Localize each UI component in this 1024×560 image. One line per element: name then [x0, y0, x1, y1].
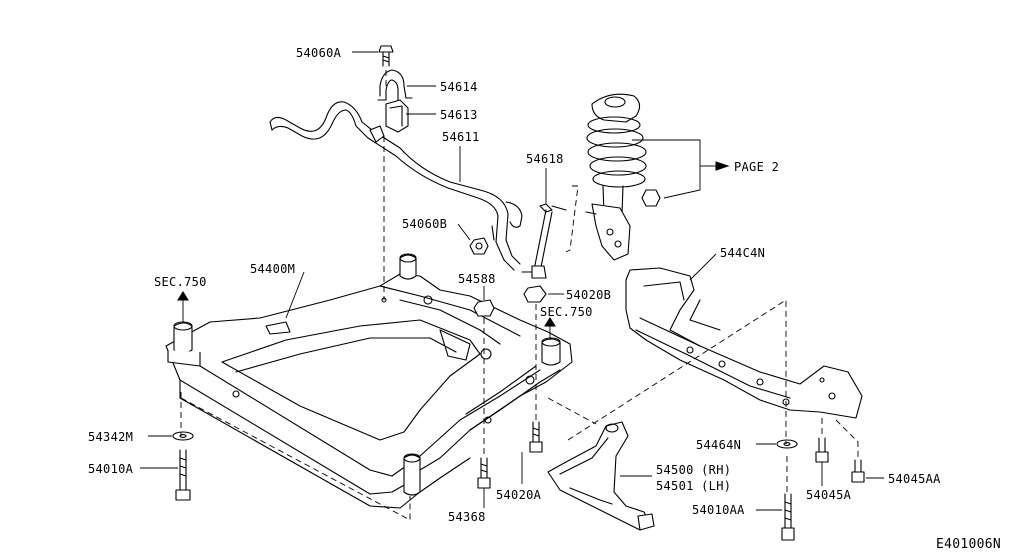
diagram-reference-code: E401006N — [936, 537, 1001, 552]
strut-assembly[interactable] — [585, 93, 647, 261]
bolt-54045A[interactable] — [815, 437, 829, 463]
page2-arrow — [715, 161, 730, 171]
transverse-link[interactable] — [547, 421, 655, 531]
stabilizer-link[interactable] — [521, 203, 567, 279]
label-54020B: 54020B — [566, 288, 611, 302]
suspension-member[interactable] — [625, 267, 863, 419]
label-54611: 54611 — [442, 130, 480, 144]
label-54618: 54618 — [526, 152, 564, 166]
bolt-54010A[interactable] — [175, 449, 191, 501]
label-page2: PAGE 2 — [734, 160, 779, 174]
bolt-54020A[interactable] — [529, 421, 543, 453]
washer-54464N[interactable] — [776, 439, 798, 449]
bar-bushing[interactable] — [369, 125, 385, 143]
subframe-mount-front-right[interactable] — [399, 253, 417, 280]
subframe-mount-rear-right[interactable] — [541, 337, 561, 366]
bolt-54060A[interactable] — [378, 45, 394, 67]
label-54500: 54500 (RH) — [656, 463, 731, 477]
bolt-54368[interactable] — [477, 457, 491, 489]
bolt-54045AA[interactable] — [851, 459, 865, 483]
stabilizer-bushing[interactable] — [385, 99, 409, 133]
label-54060A: 54060A — [296, 46, 342, 60]
label-54045AA: 54045AA — [888, 472, 941, 486]
label-54010AA: 54010AA — [692, 503, 745, 517]
alignment-lines — [180, 70, 859, 521]
part-labels: 54060A 54614 54613 54611 54618 PAGE 2 54… — [88, 46, 1001, 552]
sec750-arrow-left — [177, 291, 189, 322]
front-subframe[interactable] — [165, 273, 573, 509]
label-54464N: 54464N — [696, 438, 741, 452]
label-54060B: 54060B — [402, 217, 447, 231]
leader-lines — [140, 51, 884, 511]
label-54045A: 54045A — [806, 488, 852, 502]
label-54614: 54614 — [440, 80, 478, 94]
washer-54342M[interactable] — [172, 431, 194, 441]
nut-54588[interactable] — [473, 299, 495, 317]
bolt-54010AA[interactable] — [781, 493, 795, 541]
label-54020A: 54020A — [496, 488, 542, 502]
sec750-arrow-right — [544, 317, 556, 340]
stabilizer-bar[interactable] — [269, 101, 523, 271]
label-54501: 54501 (LH) — [656, 479, 731, 493]
label-54613: 54613 — [440, 108, 478, 122]
label-544C4N: 544C4N — [720, 246, 765, 260]
stabilizer-clamp[interactable] — [377, 69, 413, 101]
label-54588: 54588 — [458, 272, 496, 286]
subframe-mount-rear-left[interactable] — [403, 453, 421, 496]
strut-nut[interactable] — [641, 189, 661, 207]
label-54400M: 54400M — [250, 262, 295, 276]
label-sec750-left: SEC.750 — [154, 275, 207, 289]
label-54010A: 54010A — [88, 462, 134, 476]
nut-54060B[interactable] — [469, 237, 489, 255]
nut-54020B[interactable] — [523, 285, 547, 303]
label-54342M: 54342M — [88, 430, 133, 444]
label-sec750-right: SEC.750 — [540, 305, 593, 319]
subframe-mount-front-left[interactable] — [167, 321, 201, 367]
label-54368: 54368 — [448, 510, 486, 524]
